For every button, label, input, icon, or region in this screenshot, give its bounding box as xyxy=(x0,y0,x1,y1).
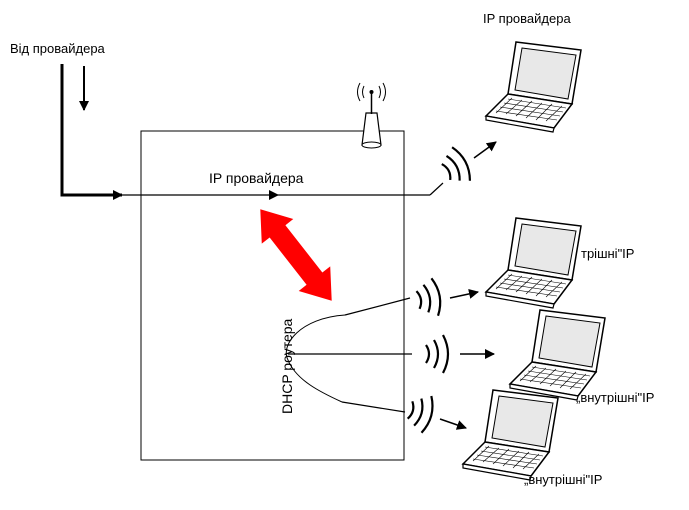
laptop-icon xyxy=(485,217,582,309)
dhcp-arc xyxy=(285,297,412,413)
laptop-icon xyxy=(485,41,582,133)
router-box xyxy=(140,130,405,461)
internal-ip-label-1: трішні"IP xyxy=(581,246,635,261)
provider-input-line xyxy=(60,64,123,200)
wifi-waves-icon xyxy=(403,390,438,436)
ip-provider-inside-label: IP провайдера xyxy=(209,170,304,186)
wifi-waves-icon xyxy=(435,143,476,190)
wifi-waves-icon xyxy=(424,333,450,375)
from-provider-label: Від провайдера xyxy=(10,41,105,56)
laptop-icon xyxy=(509,309,606,401)
laptop-icon xyxy=(462,389,559,481)
antenna-icon xyxy=(357,82,386,149)
wifi-waves-icon xyxy=(413,276,445,320)
internal-ip-label-3: „внутрішні"IP xyxy=(524,472,603,487)
ip-provider-top-label: IP провайдера xyxy=(483,11,571,26)
red-double-arrow xyxy=(260,209,332,301)
dhcp-router-label: DHCP роутера xyxy=(279,318,295,414)
internal-ip-label-2: „внутрішні"IP xyxy=(576,390,655,405)
